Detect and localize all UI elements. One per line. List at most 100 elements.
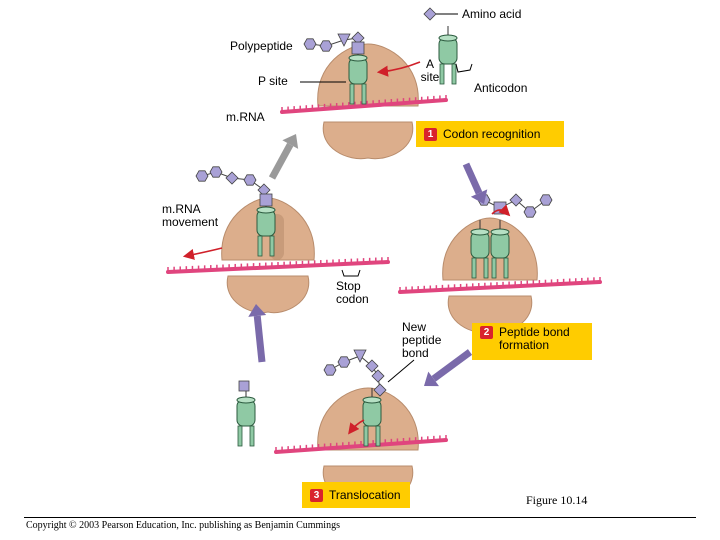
trna-leg (471, 257, 477, 279)
stop-codon-label: Stop codon (336, 279, 369, 306)
trna-left (256, 198, 276, 257)
cycle-arrow-gray (268, 134, 299, 180)
footer-rule (24, 517, 696, 518)
amino-acid-label: Amino acid (462, 7, 522, 21)
mrna-label: m.RNA (226, 110, 265, 124)
trna-leg (249, 425, 255, 447)
amino-acid-icon (259, 193, 273, 207)
step-3-number: 3 (310, 488, 323, 502)
trna-leg (257, 235, 263, 257)
new-peptide-bond-label: New peptide bond (402, 320, 442, 360)
amino-acid-icon (337, 356, 351, 368)
cycle-arrow-purple-bottom (424, 349, 473, 387)
arrow-shaft (462, 162, 483, 195)
trna-leg (237, 425, 243, 447)
trna-leg (503, 257, 509, 279)
arrow-head (282, 134, 299, 149)
amino-acid-icon (365, 359, 379, 373)
anticodon-bracket (455, 63, 473, 73)
amino-acid-icon (539, 194, 553, 206)
mrna-bottom (274, 435, 448, 454)
trna-leg (491, 257, 497, 279)
stop-codon-bracket (341, 269, 361, 277)
amino-acid-icon (303, 38, 317, 50)
ribosome-large-subunit (317, 43, 419, 107)
trna-p-site-right (470, 220, 490, 279)
trna-top (348, 54, 368, 62)
trna-top (438, 34, 458, 42)
trna-top (490, 228, 510, 236)
p-site-label: P site (258, 74, 288, 88)
arrow-shaft (431, 349, 473, 382)
trna-body (348, 57, 368, 85)
figure-caption: Figure 10.14 (526, 493, 588, 507)
peptide-link (309, 37, 359, 48)
trna-body (256, 209, 276, 237)
trna-leg (361, 83, 367, 105)
amino-acid-icon (195, 170, 209, 182)
polypeptide-label: Polypeptide (230, 39, 293, 53)
trna-bottom (362, 388, 382, 447)
trna-top (256, 206, 276, 214)
step-2-number: 2 (480, 326, 493, 339)
amino-acid-icon (353, 349, 367, 363)
ribosome-right (442, 217, 538, 334)
amino-acid-icon (351, 41, 365, 55)
mrna-movement-label: m.RNA movement (162, 202, 219, 229)
amino-acid-icon (225, 171, 239, 185)
ribosome-top (317, 43, 419, 160)
polypeptide-top (309, 37, 359, 48)
step-2-peptide-bond-formation: 2 Peptide bond formation (472, 323, 592, 360)
amino-acid-icon (371, 369, 385, 383)
trna-leg (269, 235, 275, 257)
cycle-arrow-purple-right (462, 162, 488, 204)
trna-a-site-right (490, 220, 510, 279)
arrow-shaft (253, 315, 266, 363)
trna-leg (483, 257, 489, 279)
step-3-translocation: 3 Translocation (302, 482, 410, 508)
arrow-shaft (268, 142, 294, 180)
a-site-red-arrow (376, 61, 421, 77)
trna-top (236, 396, 256, 404)
mrna-top (280, 95, 448, 114)
mrna-left (166, 257, 390, 274)
trna-p-site-top (348, 46, 368, 105)
step-1-number: 1 (424, 127, 437, 141)
arrow-head (470, 189, 488, 204)
trna-body (362, 399, 382, 427)
amino-acid-icon (509, 193, 523, 207)
translocation-red-arrow (348, 419, 365, 435)
trna-incoming-top (438, 26, 458, 85)
arrow-head (248, 304, 267, 317)
copyright-notice: Copyright © 2003 Pearson Education, Inc.… (26, 520, 340, 531)
step-1-codon-recognition: 1 Codon recognition (416, 121, 564, 147)
amino-acid-icon (423, 7, 437, 21)
trna-leg (375, 425, 381, 447)
trna-leg (439, 63, 445, 85)
amino-acid-icon (323, 364, 337, 376)
trna-body (470, 231, 490, 259)
trna-body (490, 231, 510, 259)
trna-leg (451, 63, 457, 85)
mrna-movement-red-arrow (182, 247, 223, 260)
mrna-strand (280, 98, 448, 114)
amino-acid-icon (243, 174, 257, 186)
step-3-label: Translocation (329, 488, 401, 502)
arrow-head (424, 371, 439, 387)
trna-leg (363, 425, 369, 447)
ribosome-large-subunit (442, 217, 538, 281)
amino-acid-icon (523, 206, 537, 218)
trna-exiting-bottom (236, 388, 256, 447)
trna-top (362, 396, 382, 404)
trna-body (236, 399, 256, 427)
amino-acid-icon (238, 380, 250, 392)
anticodon-label: Anticodon (474, 81, 528, 95)
new-peptide-bond-pointer (387, 359, 415, 383)
trna-top (470, 228, 490, 236)
step-2-label: Peptide bond formation (499, 325, 570, 352)
peptide-bond-red-arrow (491, 204, 511, 217)
amino-acid-icon (337, 33, 351, 47)
amino-acid-icon (493, 201, 507, 215)
mrna-strand (398, 280, 602, 294)
